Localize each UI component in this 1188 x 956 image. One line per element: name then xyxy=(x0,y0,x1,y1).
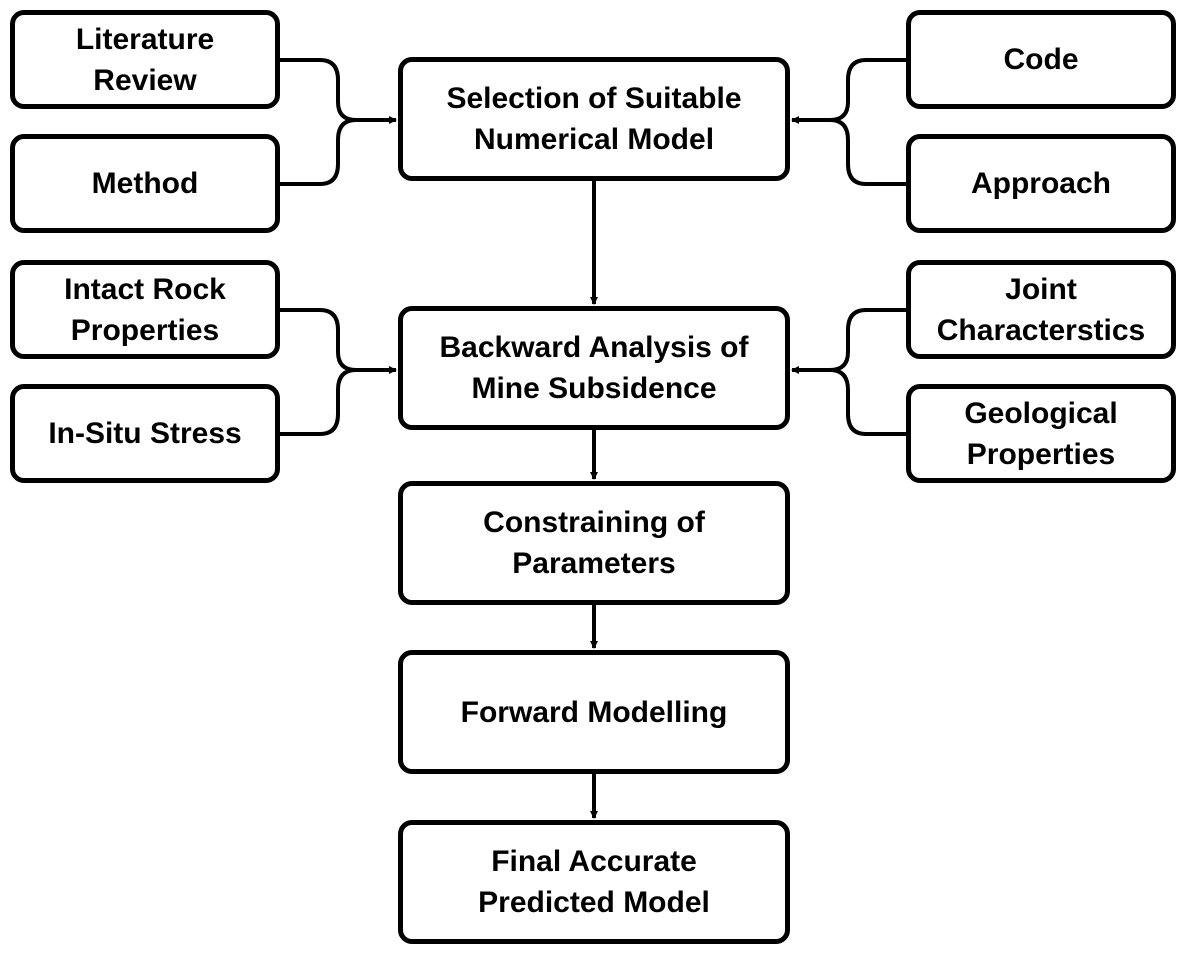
selection-line-1: Selection of Suitable xyxy=(446,82,742,115)
approach-box: Approach xyxy=(906,134,1176,233)
constraining-parameters-box: Constraining of Parameters xyxy=(398,481,790,605)
literature-review-line-2: Review xyxy=(93,63,197,97)
intact-rock-line-2: Properties xyxy=(70,313,220,347)
selection-line-2: Numerical Model xyxy=(473,123,715,156)
constraining-line-2: Parameters xyxy=(512,547,676,580)
connector-in-situ-to-backward xyxy=(280,368,357,436)
connector-method-to-selection xyxy=(280,118,357,186)
approach-label: Approach xyxy=(970,167,1111,200)
selection-numerical-model-box: Selection of Suitable Numerical Model xyxy=(398,57,790,181)
connector-approach-to-selection xyxy=(829,118,906,186)
joint-line-1: Joint xyxy=(1005,272,1077,306)
in-situ-stress-label: In-Situ Stress xyxy=(48,417,242,450)
backward-line-2: Mine Subsidence xyxy=(471,372,717,405)
forward-modelling-box: Forward Modelling xyxy=(398,650,790,774)
backward-analysis-box: Backward Analysis of Mine Subsidence xyxy=(398,306,790,430)
joint-line-2: Characterstics xyxy=(936,313,1146,347)
geological-line-2: Properties xyxy=(966,437,1116,471)
constraining-line-1: Constraining of xyxy=(483,506,705,539)
connector-geological-to-backward xyxy=(829,368,906,436)
connector-code-to-selection xyxy=(812,58,906,122)
geological-line-1: Geological xyxy=(964,396,1118,430)
final-line-2: Predicted Model xyxy=(478,886,710,919)
connector-intact-rock-to-backward xyxy=(280,308,378,372)
method-label: Method xyxy=(91,167,199,200)
literature-review-box: Literature Review xyxy=(10,10,280,109)
literature-review-line-1: Literature xyxy=(75,22,215,56)
backward-line-1: Backward Analysis of xyxy=(439,331,749,364)
intact-rock-properties-box: Intact Rock Properties xyxy=(10,260,280,359)
final-predicted-model-box: Final Accurate Predicted Model xyxy=(398,820,790,944)
method-box: Method xyxy=(10,134,280,233)
geological-properties-box: Geological Properties xyxy=(906,384,1176,483)
connector-literature-to-selection xyxy=(280,58,378,122)
connector-joint-to-backward xyxy=(812,308,906,372)
joint-characterstics-box: Joint Characterstics xyxy=(906,260,1176,359)
intact-rock-line-1: Intact Rock xyxy=(64,272,226,306)
forward-modelling-label: Forward Modelling xyxy=(460,695,728,729)
in-situ-stress-box: In-Situ Stress xyxy=(10,384,280,483)
final-line-1: Final Accurate xyxy=(491,845,697,878)
code-label: Code xyxy=(1003,43,1079,76)
code-box: Code xyxy=(906,10,1176,109)
